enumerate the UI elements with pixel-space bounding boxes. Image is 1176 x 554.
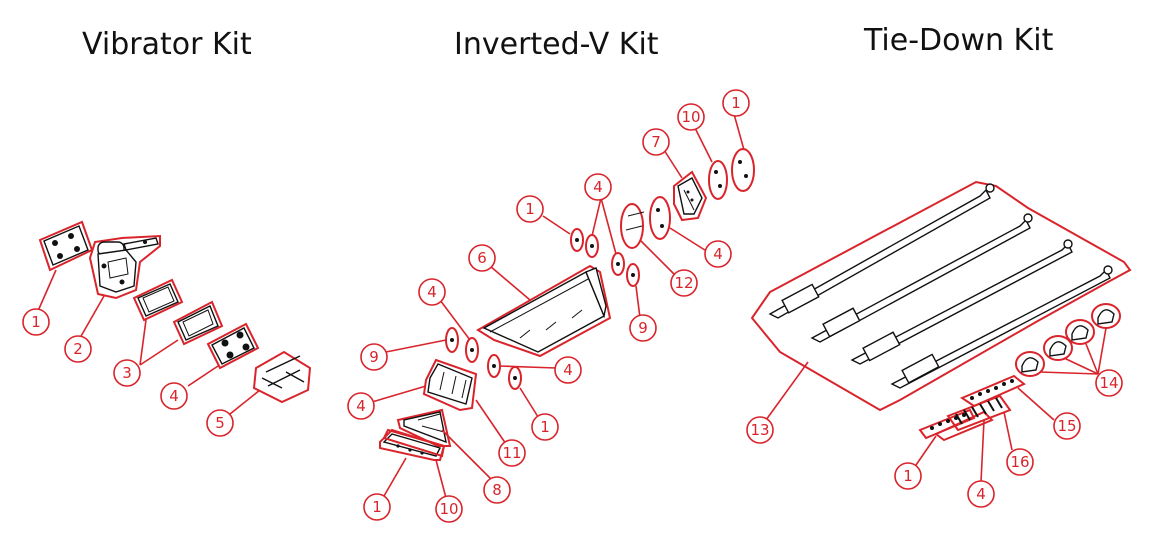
svg-text:1: 1 xyxy=(31,313,41,331)
tie-down-kit-title: Tie-Down Kit xyxy=(863,23,1054,58)
svg-text:4: 4 xyxy=(356,397,366,415)
callout-vibrator-2: 2 xyxy=(64,335,92,363)
svg-text:1: 1 xyxy=(903,467,913,485)
svg-text:4: 4 xyxy=(169,387,179,405)
callout-tie-down-4: 4 xyxy=(967,480,995,508)
svg-text:5: 5 xyxy=(215,414,225,432)
callout-inverted-v-1-top: 1 xyxy=(722,89,750,117)
callout-vibrator-4: 4 xyxy=(160,382,188,410)
svg-text:3: 3 xyxy=(122,364,132,382)
svg-text:2: 2 xyxy=(73,340,83,358)
callout-inverted-v-10-bottom: 10 xyxy=(435,495,463,523)
svg-text:10: 10 xyxy=(681,108,700,126)
svg-text:9: 9 xyxy=(369,348,379,366)
callout-inverted-v-11: 11 xyxy=(498,439,526,467)
svg-text:4: 4 xyxy=(593,178,603,196)
callout-tie-down-13: 13 xyxy=(746,416,774,444)
svg-text:13: 13 xyxy=(750,421,769,439)
svg-text:12: 12 xyxy=(674,274,693,292)
vibrator-part-thick-plate xyxy=(206,322,260,370)
svg-text:15: 15 xyxy=(1057,417,1076,435)
callout-tie-down-1: 1 xyxy=(894,462,922,490)
callout-inverted-v-4-lower-right: 4 xyxy=(554,356,582,384)
tie-down-kit: 13 14 15 16 1 4 xyxy=(746,180,1132,508)
callout-inverted-v-4-lower-left: 4 xyxy=(347,392,375,420)
tie-down-strap-lines xyxy=(768,183,1113,389)
callout-vibrator-5: 5 xyxy=(206,409,234,437)
tie-down-part-straps xyxy=(750,180,1132,412)
vibrator-part-gasket xyxy=(132,278,224,346)
vibrator-kit: 1 2 3 4 5 xyxy=(22,220,312,437)
tie-down-part-hardware xyxy=(918,374,1026,442)
svg-text:4: 4 xyxy=(976,485,986,503)
inverted-v-kit: 1 10 4 7 1 4 12 6 4 9 9 4 4 4 1 11 8 1 1… xyxy=(347,89,755,523)
vibrator-part-bolts xyxy=(252,350,312,404)
svg-text:6: 6 xyxy=(477,249,487,267)
inverted-v-part-base-plates xyxy=(379,428,446,461)
inverted-v-kit-title: Inverted-V Kit xyxy=(454,27,659,62)
callout-inverted-v-7: 7 xyxy=(642,128,670,156)
svg-text:16: 16 xyxy=(1010,453,1029,471)
callout-inverted-v-4-right: 4 xyxy=(704,240,732,268)
callout-inverted-v-1-bottom: 1 xyxy=(363,493,391,521)
callout-vibrator-1: 1 xyxy=(22,308,50,336)
svg-text:4: 4 xyxy=(563,361,573,379)
svg-text:14: 14 xyxy=(1099,374,1118,392)
inverted-v-part-bracket xyxy=(673,170,708,222)
callout-inverted-v-10-top: 10 xyxy=(677,103,705,131)
callout-inverted-v-9-right: 9 xyxy=(629,314,657,342)
svg-text:8: 8 xyxy=(492,481,502,499)
svg-text:7: 7 xyxy=(651,133,661,151)
inverted-v-part-body xyxy=(476,264,612,358)
svg-text:1: 1 xyxy=(525,200,535,218)
vibrator-kit-title: Vibrator Kit xyxy=(82,27,252,62)
callout-inverted-v-1-mid: 1 xyxy=(531,413,559,441)
callout-inverted-v-6: 6 xyxy=(468,244,496,272)
callout-inverted-v-4-mid: 4 xyxy=(418,278,446,306)
callout-vibrator-3: 3 xyxy=(113,359,141,387)
callout-tie-down-15: 15 xyxy=(1053,412,1081,440)
svg-text:1: 1 xyxy=(372,498,382,516)
inverted-v-part-triangle xyxy=(396,408,452,447)
callout-tie-down-16: 16 xyxy=(1006,448,1034,476)
callout-inverted-v-1-left: 1 xyxy=(516,195,544,223)
callout-inverted-v-12: 12 xyxy=(670,269,698,297)
vibrator-part-plate-small xyxy=(38,220,94,272)
vibrator-part-motor xyxy=(88,234,161,300)
svg-text:1: 1 xyxy=(731,94,741,112)
svg-text:11: 11 xyxy=(502,444,521,462)
tie-down-part-d-rings xyxy=(1015,303,1121,377)
callout-inverted-v-9-left: 9 xyxy=(360,343,388,371)
svg-text:1: 1 xyxy=(540,418,550,436)
svg-text:9: 9 xyxy=(638,319,648,337)
svg-text:10: 10 xyxy=(439,500,458,518)
svg-text:4: 4 xyxy=(427,283,437,301)
callout-inverted-v-4-top: 4 xyxy=(584,173,612,201)
callout-inverted-v-8: 8 xyxy=(483,476,511,504)
svg-text:4: 4 xyxy=(713,245,723,263)
inverted-v-part-slotted-bracket xyxy=(422,358,478,412)
callout-tie-down-14: 14 xyxy=(1095,369,1123,397)
